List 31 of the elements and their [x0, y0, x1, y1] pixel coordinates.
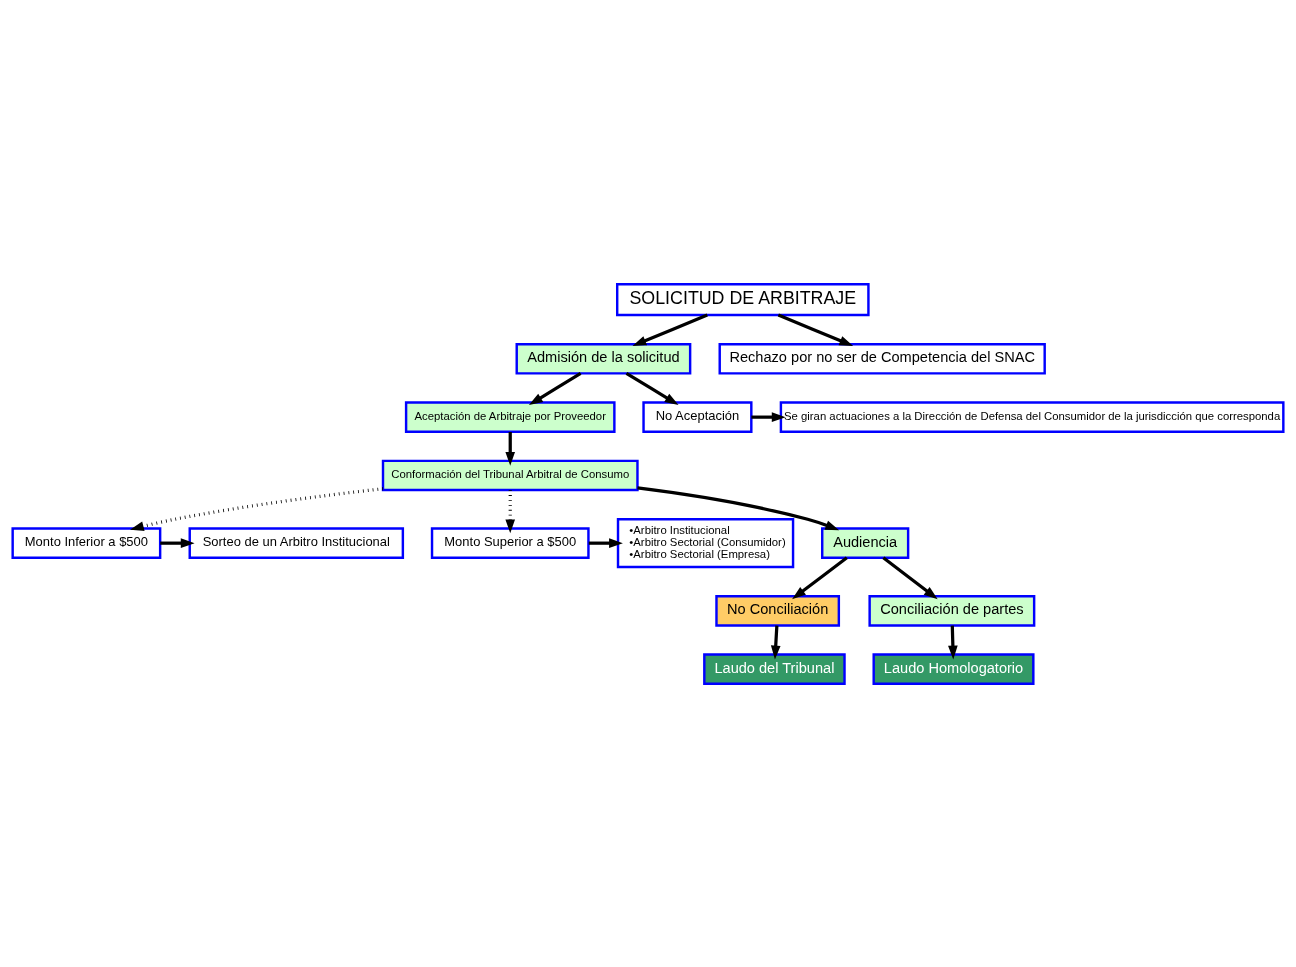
node-box: Conciliación de partes — [868, 594, 1036, 627]
arrow — [751, 411, 786, 422]
node-box: •Arbitro Institucional •Arbitro Sectorial (Consumidor) •Arbitro Sectorial (Empresa) — [616, 517, 795, 568]
node-box: Sorteo de un Arbitro Institucional — [188, 526, 405, 559]
arrow — [160, 537, 195, 548]
arrow — [637, 485, 840, 530]
node-box: Laudo del Tribunal — [703, 652, 846, 685]
arrow — [625, 371, 679, 405]
node-box: SOLICITUD DE ARBITRAJE — [616, 282, 870, 316]
node-box: Aceptación de Arbitraje por Proveedor — [404, 400, 616, 433]
node-box: No Conciliación — [715, 594, 841, 627]
arrow — [882, 556, 938, 599]
node-box: No Aceptación — [642, 400, 753, 433]
arrow — [792, 556, 848, 599]
arrow — [505, 489, 516, 533]
arrow — [505, 431, 516, 466]
arrow — [770, 625, 781, 659]
arrow — [632, 313, 708, 346]
arrow — [130, 486, 384, 531]
node-box: Admisión de la solicitud — [515, 342, 692, 375]
node-box: Conformación del Tribunal Arbitral de Consumo — [381, 459, 639, 491]
node-box: Audiencia — [821, 526, 910, 559]
node-box: Laudo Homologatorio — [872, 652, 1035, 685]
node-box: Monto Superior a $500 — [430, 526, 590, 559]
arrow — [777, 313, 854, 346]
node-box: Rechazo por no ser de Competencia del SNAC — [718, 342, 1046, 375]
arrow — [588, 537, 623, 548]
arrow — [948, 625, 958, 659]
node-box: Se giran actuaciones a la Dirección de Defensa del Consumidor de la jurisdicción que corresponda — [779, 400, 1285, 433]
node-box: Monto Inferior a $500 — [11, 526, 162, 559]
arrow — [528, 371, 582, 405]
